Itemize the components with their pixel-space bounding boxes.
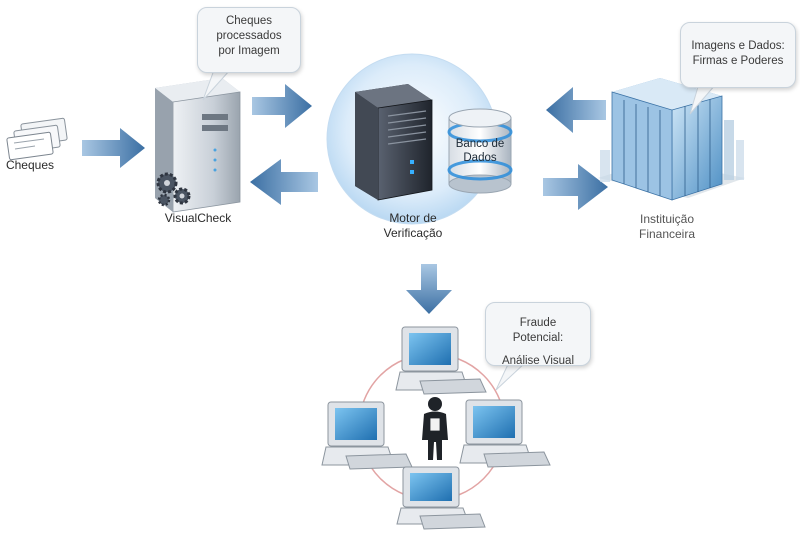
instituicao-label-line1: Instituição <box>639 212 695 226</box>
computer-bottom-icon <box>396 466 486 530</box>
gears-icon <box>156 172 191 207</box>
database-label-line2: Dados <box>463 152 497 164</box>
arrow-cheques-to-visualcheck <box>82 128 145 168</box>
bubble-fraude-line1: Fraude Potencial: <box>512 317 564 344</box>
arrow-hub-to-analysts <box>406 264 452 314</box>
bubble-cheques-line3: por Imagem <box>218 45 280 57</box>
analyst-person-icon <box>422 397 448 460</box>
bubble-imagens-line1: Imagens e Dados: <box>691 40 785 52</box>
bubble-cheques-line2: processados <box>216 30 282 42</box>
instituicao-label: Instituição Financeira <box>626 212 708 242</box>
computer-left-icon <box>321 401 413 470</box>
database-icon <box>447 108 513 194</box>
bubble-imagens-line2: Firmas e Poderes <box>692 55 784 67</box>
arrow-visualcheck-to-hub <box>252 84 312 128</box>
motor-label-line2: Verificação <box>383 226 443 240</box>
bubble-cheques-processados: Cheques processados por Imagem <box>197 7 301 73</box>
computer-right-icon <box>459 399 551 468</box>
instituicao-label-line2: Financeira <box>638 227 696 241</box>
cheques-label: Cheques <box>5 158 55 172</box>
cheques-icon <box>6 117 68 161</box>
computer-top-icon <box>395 326 487 395</box>
arrow-hub-to-institution <box>543 164 608 210</box>
bubble-cheques-line1: Cheques <box>225 15 273 27</box>
database-label: Banco de Dados <box>449 137 511 165</box>
bubble-imagens-dados: Imagens e Dados: Firmas e Poderes <box>680 22 796 88</box>
bubble-fraude-potencial: Fraude Potencial: Análise Visual <box>485 302 591 367</box>
motor-label: Motor de Verificação <box>372 211 454 241</box>
motor-label-line1: Motor de <box>389 211 437 225</box>
visualcheck-label: VisualCheck <box>164 211 232 225</box>
arrow-hub-to-visualcheck <box>250 159 318 205</box>
motor-server-icon <box>355 84 433 201</box>
arrow-institution-to-hub <box>546 87 606 133</box>
database-label-line1: Banco de <box>455 138 505 150</box>
bank-building-icon <box>598 78 745 201</box>
bubble-fraude-line2: Análise Visual <box>501 355 575 367</box>
